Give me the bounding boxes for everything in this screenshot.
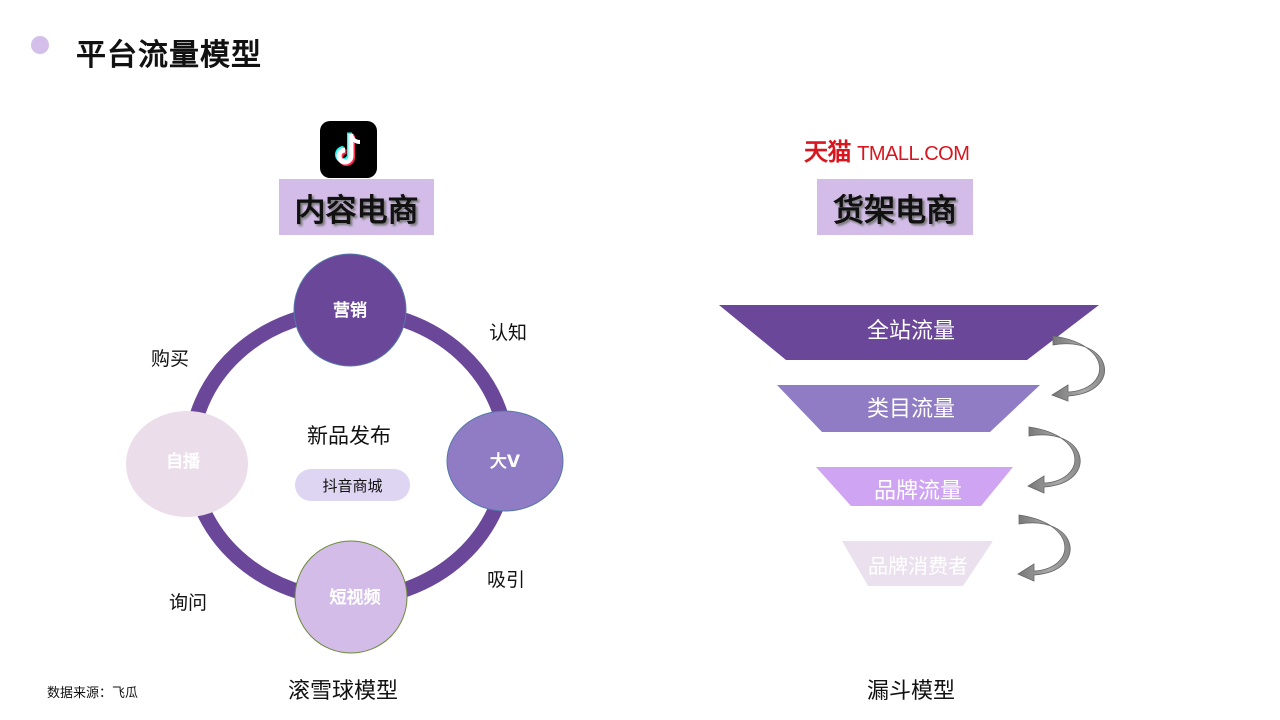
funnel-caption: 漏斗模型: [867, 679, 956, 704]
tmall-logo-cn: 天猫: [804, 139, 852, 166]
funnel-level-consumer: [842, 541, 993, 586]
node-live-stream-label: 自播: [166, 451, 201, 472]
center-title: 新品发布: [307, 424, 391, 448]
funnel-label-brand: 品牌流量: [874, 479, 962, 504]
edge-label-inquire: 询问: [169, 592, 208, 614]
tiktok-logo: [320, 121, 377, 178]
tiktok-note-icon: [335, 132, 361, 166]
node-marketing-label: 营销: [333, 300, 367, 321]
funnel-level-brand: [816, 467, 1013, 506]
curved-arrow-icon: [1017, 514, 1071, 582]
node-marketing: 营销: [293, 253, 407, 367]
curved-arrow-icon: [1027, 426, 1081, 494]
funnel-label-consumer: 品牌消费者: [868, 554, 968, 578]
tmall-logo: 天猫 TMALL.COM: [804, 132, 970, 167]
funnel-level-category: [777, 385, 1040, 432]
douyin-mall-pill: 抖音商城: [295, 469, 410, 501]
tmall-logo-en: TMALL.COM: [857, 143, 970, 165]
data-source-note: 数据来源：飞瓜: [47, 686, 139, 701]
page-title: 平台流量模型: [76, 38, 262, 73]
funnel-level-site: [719, 305, 1099, 360]
node-live-stream: 自播: [126, 411, 248, 517]
bullet-dot: [31, 36, 49, 54]
edge-label-purchase: 购买: [151, 348, 190, 370]
funnel-label-category: 类目流量: [867, 397, 955, 422]
shelf-ecommerce-tag: 货架电商: [817, 179, 973, 235]
node-kol: 大V: [446, 410, 564, 512]
node-kol-label: 大V: [490, 451, 521, 472]
node-short-video: 短视频: [294, 540, 408, 654]
snowball-caption: 滚雪球模型: [288, 679, 399, 704]
node-short-video-label: 短视频: [330, 587, 381, 608]
edge-label-attract: 吸引: [487, 569, 526, 591]
edge-label-awareness: 认知: [489, 322, 528, 344]
funnel-label-site: 全站流量: [867, 319, 955, 344]
curved-arrow-icon: [1051, 335, 1106, 402]
content-ecommerce-tag: 内容电商: [279, 179, 434, 235]
